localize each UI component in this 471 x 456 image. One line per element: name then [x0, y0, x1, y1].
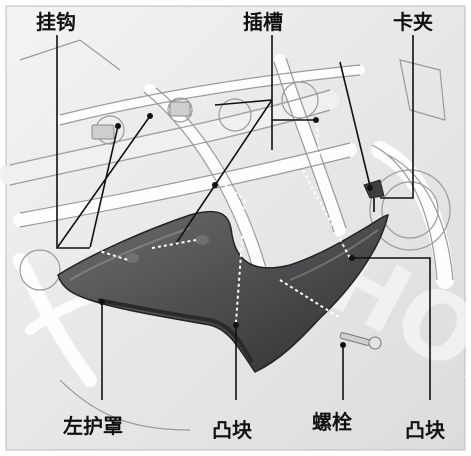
label-slot: 插槽: [243, 10, 283, 34]
label-hook: 挂钩: [36, 10, 76, 34]
hook-parts: [91, 101, 191, 140]
hidden-lines: [89, 121, 351, 323]
frame-outlines: [9, 39, 454, 431]
leader-lines: [56, 35, 431, 400]
leader-dots: [99, 113, 373, 348]
label-boss-right: 凸块: [405, 418, 445, 442]
label-bolt: 螺栓: [312, 410, 352, 434]
label-left-cover: 左护罩: [63, 414, 123, 438]
label-clip: 卡夹: [393, 10, 433, 34]
left-cover-panel: [57, 210, 389, 373]
bolt-part: [339, 332, 382, 350]
label-boss-center: 凸块: [212, 418, 252, 442]
